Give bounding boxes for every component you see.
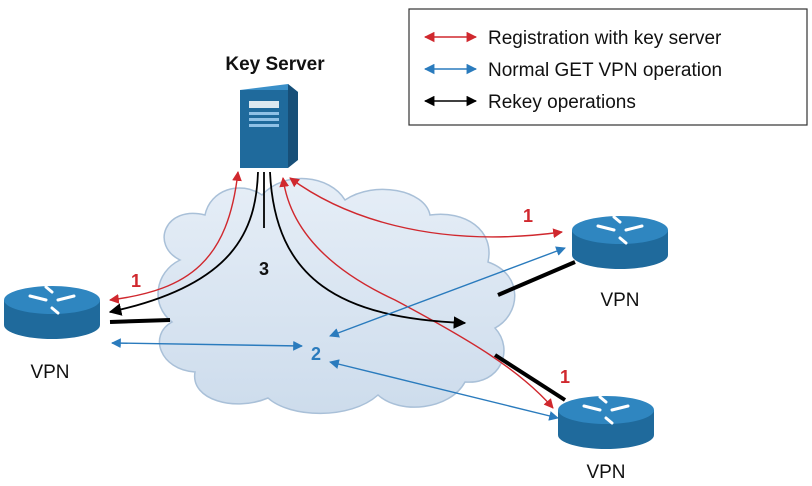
legend-label-rekey: Rekey operations	[488, 92, 636, 113]
router-icon-right-top	[572, 215, 668, 269]
step-label-registration-right-top: 1	[523, 206, 533, 226]
legend-label-normal: Normal GET VPN operation	[488, 60, 722, 81]
registration-arrow-left	[109, 171, 242, 304]
normal-operation-arrows	[111, 246, 566, 421]
step-label-registration-right-bottom: 1	[560, 367, 570, 387]
legend: Registration with key server Normal GET …	[408, 8, 808, 126]
key-server-label: Key Server	[225, 54, 325, 75]
normal-arrow-right-bottom	[329, 359, 559, 421]
step-label-normal-operation: 2	[311, 344, 321, 364]
router-icon-left	[4, 285, 100, 339]
vpn-right-top-label: VPN	[600, 290, 639, 311]
normal-arrow-right-top	[329, 246, 566, 338]
router-icon-right-bottom	[558, 395, 654, 449]
normal-arrow-left	[111, 338, 303, 351]
server-icon	[240, 84, 298, 168]
step-label-registration-left: 1	[131, 271, 141, 291]
cloud-icon	[157, 177, 516, 415]
rekey-line-a	[108, 171, 259, 316]
step-label-rekey: 3	[259, 259, 269, 279]
legend-label-registration: Registration with key server	[488, 28, 722, 49]
vpn-right-bottom-label: VPN	[586, 462, 625, 483]
vpn-left-label: VPN	[30, 362, 69, 383]
